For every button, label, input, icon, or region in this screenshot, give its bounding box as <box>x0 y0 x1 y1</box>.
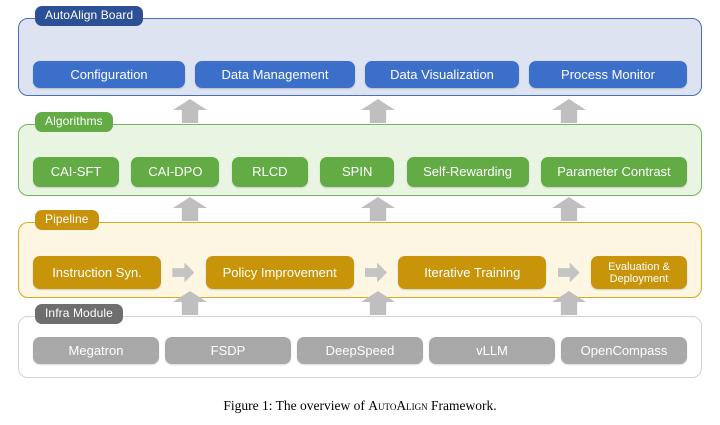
infra-node-fsdp[interactable]: FSDP <box>165 337 291 364</box>
arrow-right-icon-stage-3 <box>557 262 580 283</box>
layer-panel-board: AutoAlign Board Configuration Data Manag… <box>18 6 702 96</box>
node-row-algorithms: CAI-SFT CAI-DPO RLCD SPIN Self-Rewarding… <box>19 157 701 187</box>
layer-panel-pipeline: Pipeline Instruction Syn. Policy Improve… <box>18 210 702 298</box>
infra-node-opencompass[interactable]: OpenCompass <box>561 337 687 364</box>
board-node-configuration[interactable]: Configuration <box>33 61 185 88</box>
algorithm-node-spin[interactable]: SPIN <box>320 157 395 187</box>
layer-panel-algorithms: Algorithms CAI-SFT CAI-DPO RLCD SPIN Sel… <box>18 112 702 196</box>
infra-node-vllm[interactable]: vLLM <box>429 337 555 364</box>
layer-label-infra: Infra Module <box>35 304 123 324</box>
pipeline-node-policy-improvement[interactable]: Policy Improvement <box>205 256 354 289</box>
pipeline-node-iterative-training[interactable]: Iterative Training <box>398 256 547 289</box>
node-row-board: Configuration Data Management Data Visua… <box>19 61 701 88</box>
arrow-up-icon-algorithms-to-board-3 <box>552 99 586 123</box>
layer-label-pipeline: Pipeline <box>35 210 99 230</box>
infra-node-megatron[interactable]: Megatron <box>33 337 159 364</box>
node-row-pipeline: Instruction Syn. Policy Improvement Iter… <box>19 256 701 289</box>
algorithm-node-cai-dpo[interactable]: CAI-DPO <box>131 157 220 187</box>
arrow-right-icon-stage-1 <box>172 262 195 283</box>
board-node-data-management[interactable]: Data Management <box>195 61 355 88</box>
figure-caption: Figure 1: The overview of AutoAlign Fram… <box>0 398 720 414</box>
board-node-data-visualization[interactable]: Data Visualization <box>365 61 519 88</box>
caption-framework-name: AutoAlign <box>368 398 428 413</box>
arrow-up-icon-pipeline-to-algorithms-2 <box>361 197 395 221</box>
algorithm-node-rlcd[interactable]: RLCD <box>231 157 308 187</box>
node-row-infra: Megatron FSDP DeepSpeed vLLM OpenCompass <box>19 337 701 364</box>
layer-label-algorithms: Algorithms <box>35 112 113 132</box>
algorithm-node-cai-sft[interactable]: CAI-SFT <box>33 157 119 187</box>
algorithm-node-self-rewarding[interactable]: Self-Rewarding <box>406 157 529 187</box>
board-node-process-monitor[interactable]: Process Monitor <box>529 61 687 88</box>
pipeline-node-instruction-syn[interactable]: Instruction Syn. <box>33 256 161 289</box>
infra-node-deepspeed[interactable]: DeepSpeed <box>297 337 423 364</box>
arrow-up-icon-algorithms-to-board-1 <box>173 99 207 123</box>
arrow-up-icon-pipeline-to-algorithms-1 <box>173 197 207 221</box>
layer-label-board: AutoAlign Board <box>35 6 144 26</box>
caption-prefix: Figure 1: The overview of <box>223 398 369 413</box>
arrow-up-icon-algorithms-to-board-2 <box>361 99 395 123</box>
pipeline-node-evaluation-deployment[interactable]: Evaluation & Deployment <box>590 256 687 289</box>
algorithm-node-parameter-contrast[interactable]: Parameter Contrast <box>540 157 687 187</box>
arrow-up-icon-pipeline-to-algorithms-3 <box>552 197 586 221</box>
layer-panel-infra: Infra Module Megatron FSDP DeepSpeed vLL… <box>18 304 702 378</box>
caption-suffix: Framework. <box>427 398 497 413</box>
arrow-right-icon-stage-2 <box>364 262 387 283</box>
